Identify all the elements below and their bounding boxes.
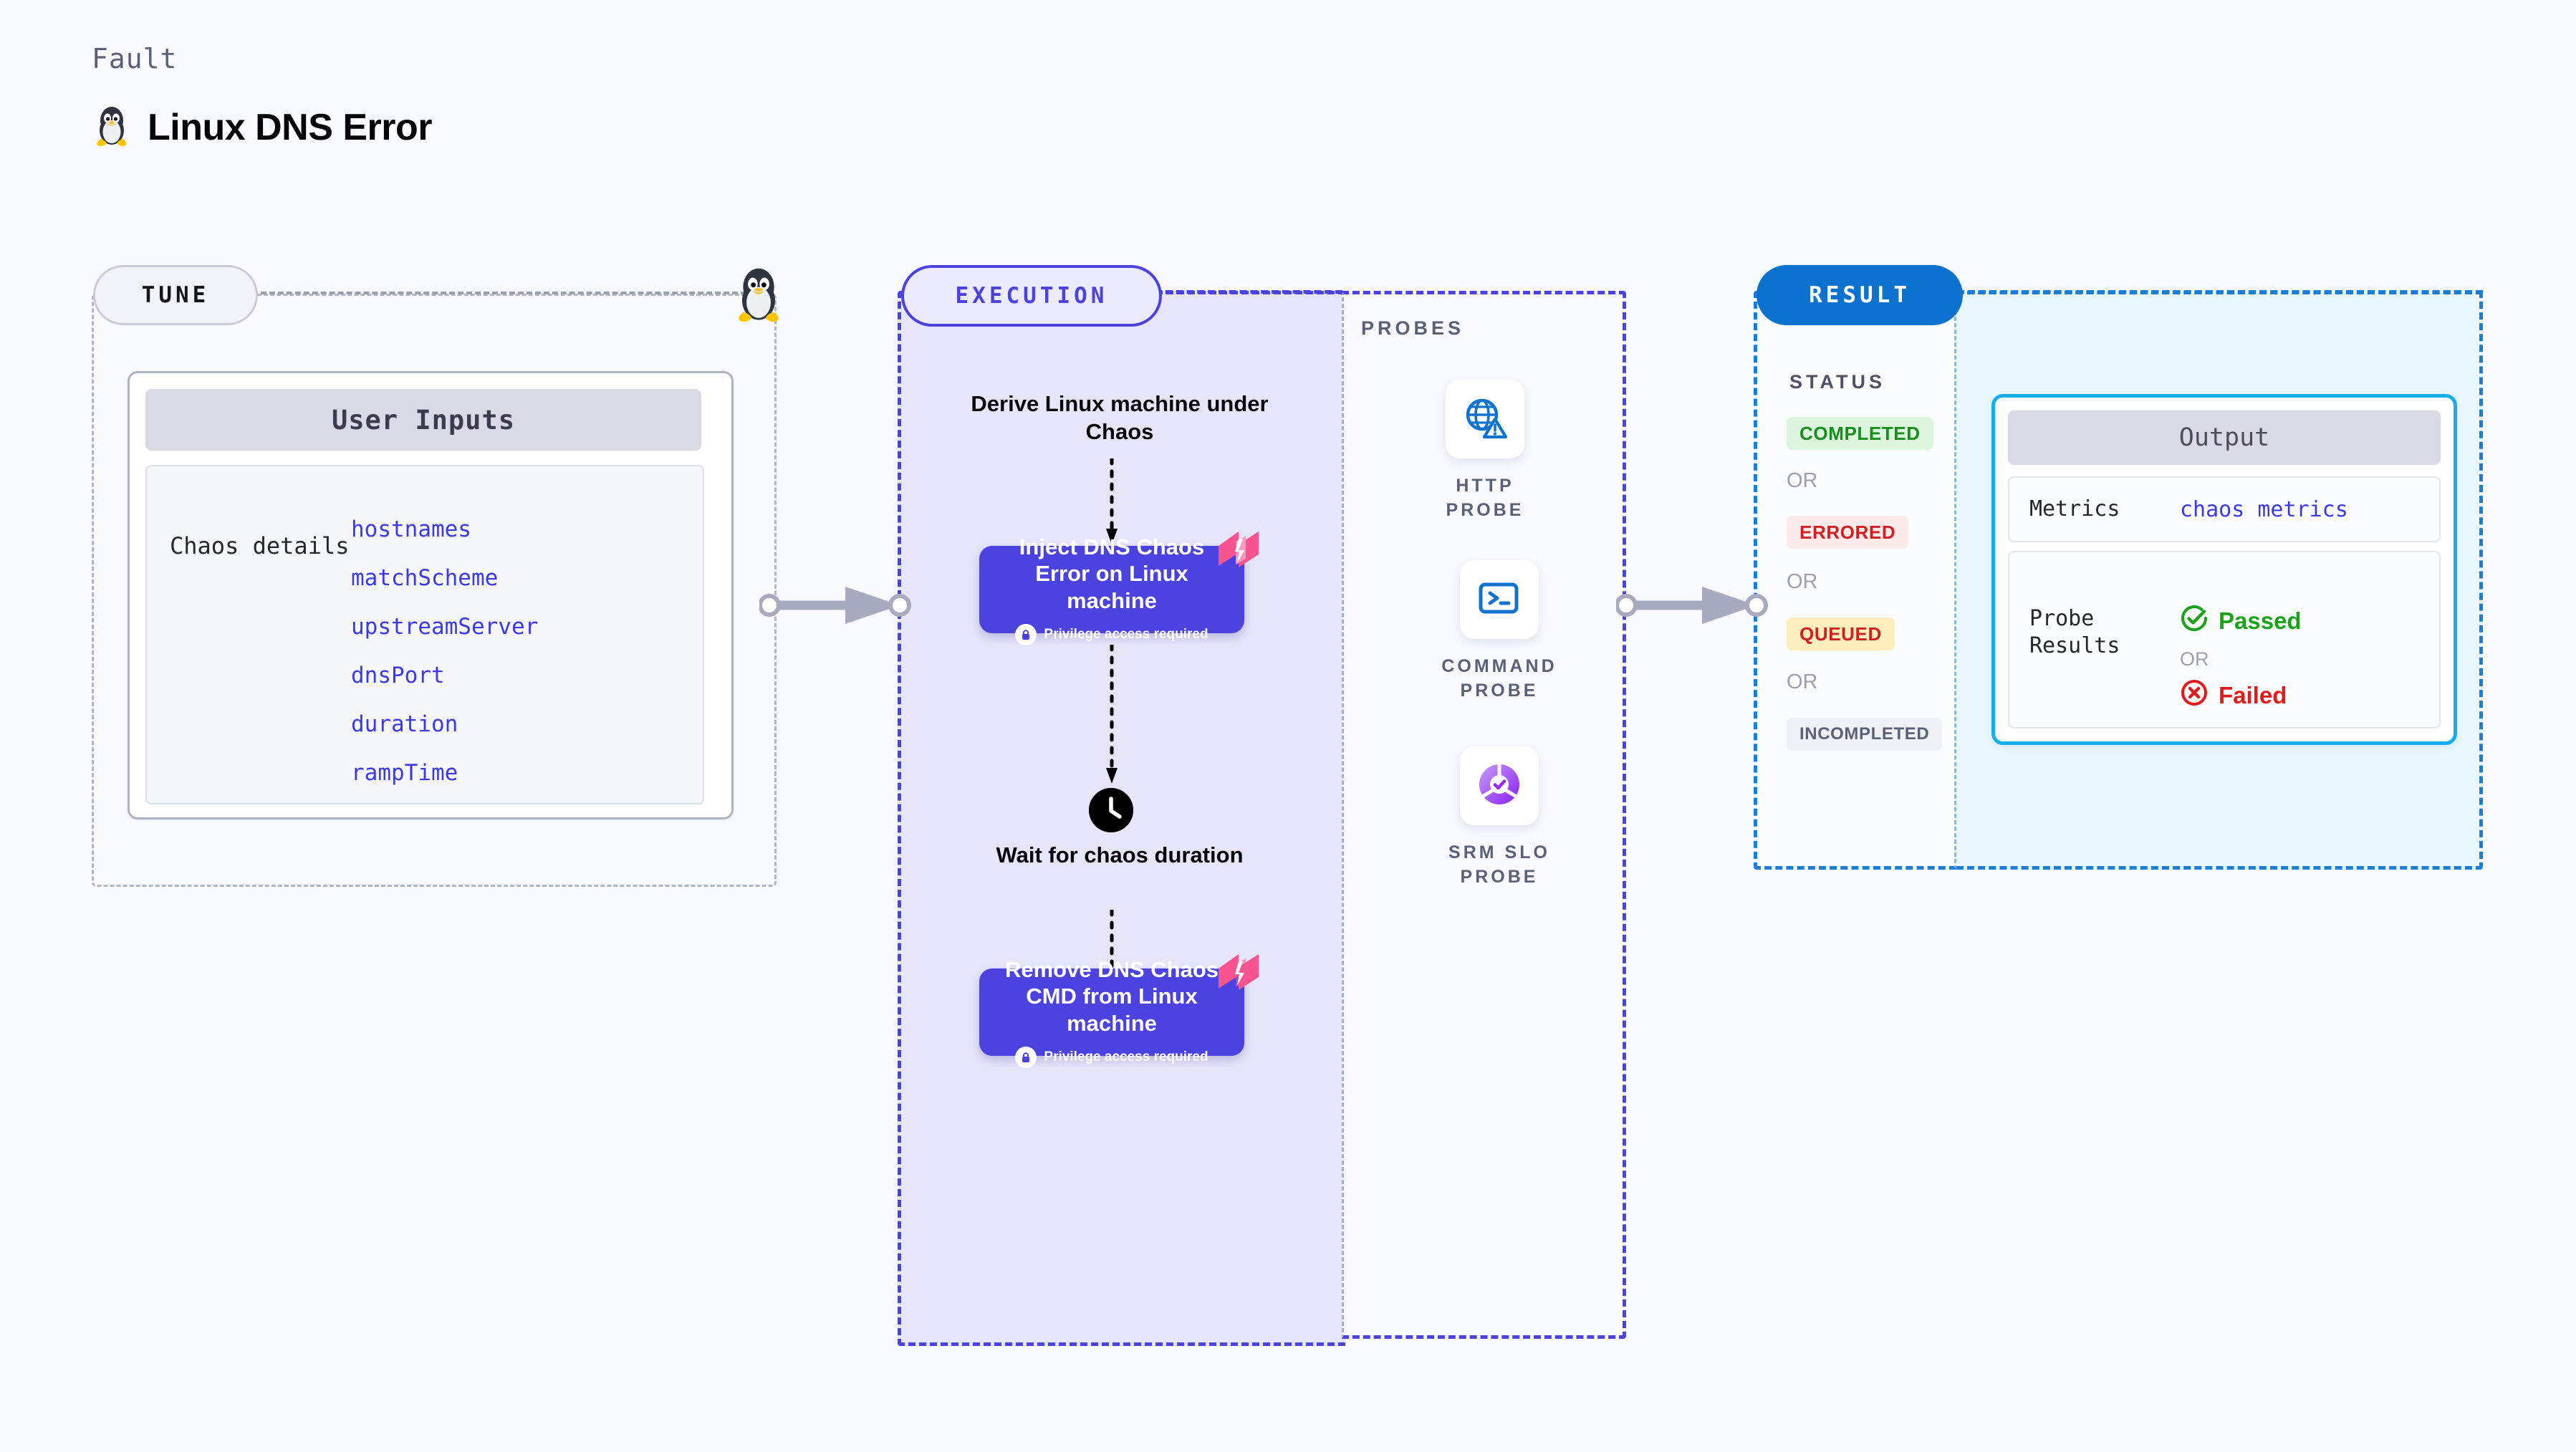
- or-label: OR: [1787, 570, 1818, 593]
- execution-stage-pill[interactable]: EXECUTION: [901, 265, 1162, 327]
- probe-srm-slo[interactable]: SRM SLO PROBE: [1428, 746, 1571, 890]
- tune-stage-pill[interactable]: TUNE: [93, 265, 258, 325]
- execution-top-dashed-line: [1155, 290, 1342, 294]
- check-circle-icon: [2180, 604, 2209, 638]
- arrow-inject-to-wait: [1100, 643, 1123, 789]
- privilege-note: Privilege access required: [1015, 623, 1208, 645]
- probe-label: SRM SLO PROBE: [1448, 842, 1550, 887]
- page-title: Linux DNS Error: [148, 106, 433, 148]
- litmus-chaos-flag-icon: [1217, 953, 1261, 991]
- probe-card: [1460, 560, 1539, 639]
- tux-penguin-icon: [92, 103, 132, 151]
- arrow-derive-to-inject: [1100, 456, 1123, 549]
- lock-icon: [1015, 623, 1037, 645]
- probe-results-row: Probe Results Passed OR Failed: [2008, 551, 2441, 729]
- x-circle-icon: [2180, 678, 2209, 713]
- slo-donut-check-icon: [1475, 760, 1524, 812]
- list-item[interactable]: dnsPort: [351, 663, 445, 688]
- status-section-label: STATUS: [1789, 371, 1885, 393]
- chaos-node-inject-dns[interactable]: Inject DNS Chaos Error on Linux machine …: [979, 532, 1259, 645]
- connector-tune-to-execution: [758, 584, 917, 630]
- chaos-parameter-list: hostnames matchScheme upstreamServer dns…: [351, 516, 538, 786]
- terminal-icon: [1477, 580, 1522, 620]
- status-badge-queued: QUEUED: [1787, 617, 1895, 650]
- result-stage-pill[interactable]: RESULT: [1756, 265, 1963, 325]
- result-top-dashed-line: [1957, 290, 2483, 294]
- output-card: Output Metrics chaos metrics Probe Resul…: [1991, 394, 2457, 745]
- chaos-details-label: Chaos details: [170, 532, 350, 559]
- probe-label: COMMAND PROBE: [1441, 656, 1557, 701]
- probe-result-failed: Failed: [2180, 678, 2287, 713]
- list-item[interactable]: matchScheme: [351, 565, 499, 591]
- chaos-node-remove-dns[interactable]: Remove DNS Chaos CMD from Linux machine …: [979, 954, 1259, 1068]
- page-header: Fault Linux DNS Error: [92, 43, 433, 151]
- output-card-header: Output: [2008, 410, 2441, 465]
- or-label: OR: [2180, 648, 2209, 670]
- clock-icon: [1089, 788, 1133, 832]
- list-item[interactable]: rampTime: [351, 760, 458, 786]
- or-label: OR: [1787, 670, 1818, 693]
- list-item[interactable]: hostnames: [351, 516, 471, 542]
- privilege-note-label: Privilege access required: [1044, 1049, 1208, 1064]
- tune-top-dashed-line: [252, 292, 746, 294]
- execution-step-wait-label: Wait for chaos duration: [996, 842, 1244, 867]
- result-pill-label: RESULT: [1809, 282, 1911, 308]
- connector-execution-to-result: [1615, 584, 1774, 630]
- metrics-key: Metrics: [2029, 496, 2120, 522]
- tux-penguin-icon: [731, 264, 787, 324]
- metrics-value[interactable]: chaos metrics: [2180, 496, 2348, 522]
- privilege-note-label: Privilege access required: [1044, 626, 1208, 642]
- status-badge-errored: ERRORED: [1787, 516, 1909, 549]
- globe-warning-icon: [1463, 395, 1508, 443]
- tune-pill-label: TUNE: [141, 282, 210, 308]
- probe-results-key: Probe Results: [2029, 606, 2120, 658]
- litmus-chaos-flag-icon: [1217, 530, 1261, 569]
- or-label: OR: [1787, 469, 1818, 492]
- list-item[interactable]: duration: [351, 711, 458, 737]
- status-badge-incompleted: INCOMPLETED: [1787, 718, 1943, 751]
- user-inputs-header: User Inputs: [145, 389, 701, 451]
- execution-pill-label: EXECUTION: [955, 283, 1108, 309]
- lock-icon: [1015, 1046, 1037, 1068]
- probe-label: HTTP PROBE: [1446, 476, 1524, 520]
- probe-result-passed-label: Passed: [2219, 607, 2302, 634]
- probe-card: [1446, 380, 1524, 458]
- tune-panel: [92, 294, 777, 887]
- fault-kicker: Fault: [92, 43, 178, 74]
- list-item[interactable]: upstreamServer: [351, 614, 539, 640]
- probe-card: [1460, 746, 1539, 825]
- probe-http[interactable]: HTTP PROBE: [1428, 380, 1542, 523]
- chaos-node-title: Inject DNS Chaos Error on Linux machine: [1019, 534, 1205, 613]
- metrics-row: Metrics chaos metrics: [2008, 476, 2441, 542]
- probe-result-passed: Passed: [2180, 604, 2302, 638]
- probes-section-label: PROBES: [1361, 317, 1465, 339]
- execution-step-derive-label: Derive Linux machine under Chaos: [971, 391, 1269, 444]
- fault-title-row: Linux DNS Error: [92, 103, 433, 151]
- status-badge-completed: COMPLETED: [1787, 417, 1933, 450]
- probe-result-failed-label: Failed: [2219, 682, 2287, 708]
- privilege-note: Privilege access required: [1015, 1046, 1208, 1068]
- user-inputs-body: Chaos details hostnames matchScheme upst…: [145, 465, 704, 804]
- chaos-node-title: Remove DNS Chaos CMD from Linux machine: [1004, 957, 1219, 1036]
- probe-command[interactable]: COMMAND PROBE: [1428, 560, 1571, 703]
- user-inputs-card: User Inputs Chaos details hostnames matc…: [128, 371, 734, 819]
